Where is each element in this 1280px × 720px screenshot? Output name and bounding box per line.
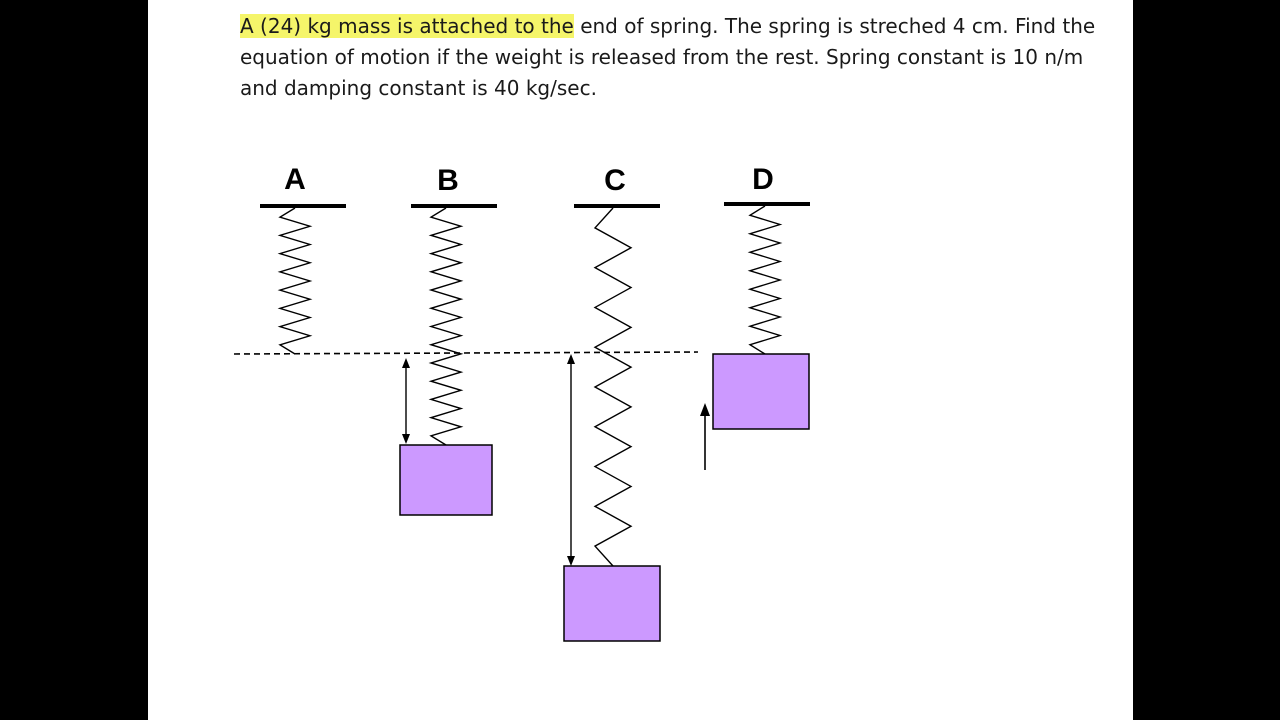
label-d: D: [752, 163, 774, 196]
spring-b: [428, 207, 464, 446]
displacement-arrow-c: [567, 354, 575, 566]
spring-d: [747, 205, 783, 355]
problem-statement: A (24) kg mass is attached to the end of…: [240, 11, 1110, 104]
mass-d: [712, 353, 810, 430]
displacement-arrow-b: [402, 358, 410, 444]
highlighted-phrase: A (24) kg mass is attached to the: [240, 14, 574, 38]
upward-arrow-d: [700, 403, 710, 470]
spring-c: [593, 207, 633, 567]
mass-b: [399, 444, 493, 516]
label-a: A: [284, 163, 306, 196]
spring-a: [277, 207, 313, 355]
slide: A (24) kg mass is attached to the end of…: [148, 0, 1133, 720]
spring-diagram: A B C D: [233, 163, 810, 642]
label-b: B: [437, 164, 459, 197]
equilibrium-line: [233, 351, 699, 355]
label-c: C: [604, 164, 626, 197]
mass-c: [563, 565, 661, 642]
problem-text: end of spring. The spring is streched 4 …: [240, 14, 1096, 100]
